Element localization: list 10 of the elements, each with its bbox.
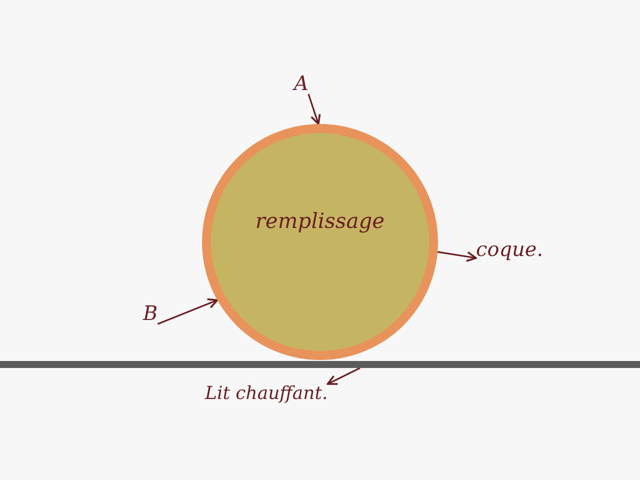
arrow xyxy=(308,94,321,125)
label-text: remplissage xyxy=(255,210,385,234)
heating-bed-bar xyxy=(0,361,640,368)
label-text: coque. xyxy=(476,238,544,260)
label-text: Lit chauffant. xyxy=(205,384,328,404)
label-text: A xyxy=(294,72,308,94)
arrow xyxy=(157,298,218,325)
arrow xyxy=(326,367,360,385)
arrow xyxy=(437,251,477,262)
label-text: B xyxy=(143,302,158,324)
